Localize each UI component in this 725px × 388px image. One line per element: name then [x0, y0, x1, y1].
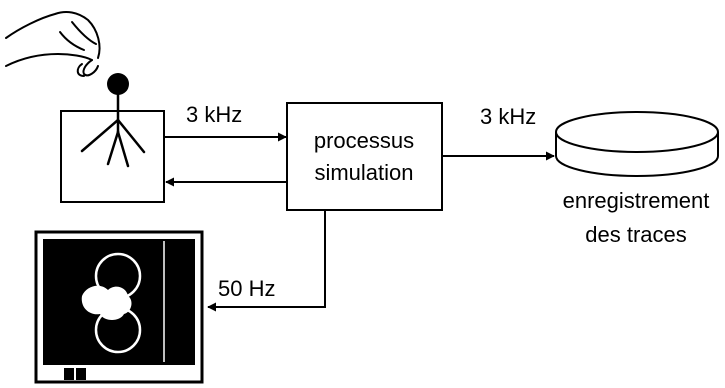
storage-label-line2: des traces — [585, 222, 687, 247]
hand-icon — [6, 12, 100, 76]
monitor-screen-icon — [36, 232, 202, 382]
label-process-to-storage: 3 kHz — [480, 104, 536, 129]
process-label-line2: simulation — [314, 160, 413, 185]
label-device-to-process: 3 kHz — [186, 102, 242, 127]
process-label-line1: processus — [314, 128, 414, 153]
process-box — [287, 103, 442, 210]
database-cylinder-icon — [556, 112, 718, 176]
label-process-to-screen: 50 Hz — [218, 276, 275, 301]
storage-label-line1: enregistrement — [563, 188, 710, 213]
